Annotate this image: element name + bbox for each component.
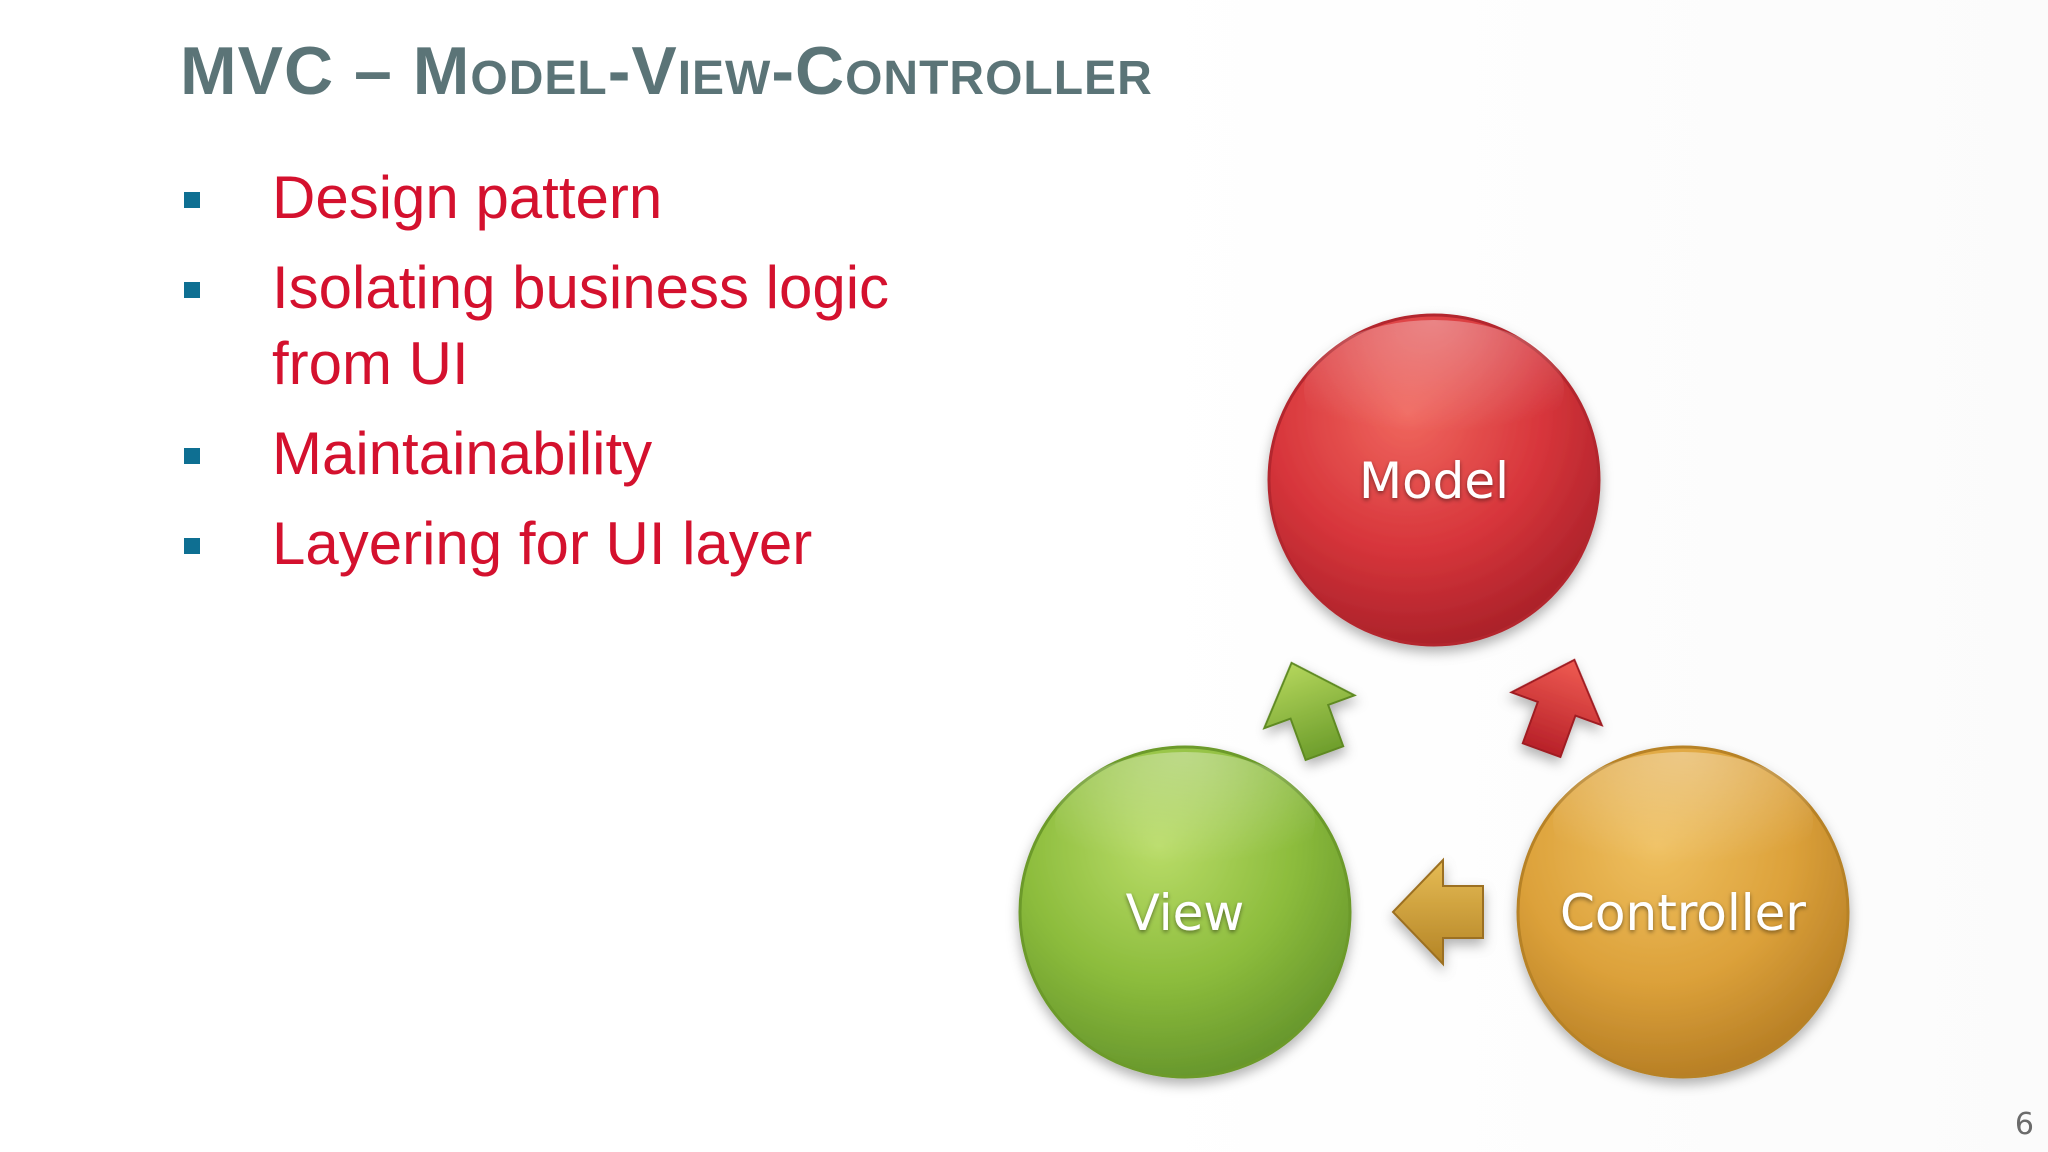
page-number: 6 [2014, 1107, 2034, 1142]
arrow-up-left-icon [1509, 658, 1604, 759]
bullet-list: Design pattern Isolating business logic … [180, 160, 1000, 596]
bullet-item: Isolating business logic from UI [180, 250, 1000, 402]
arrow-controller-to-view [1391, 857, 1484, 967]
bullet-text: Layering for UI layer [272, 510, 813, 577]
bullet-text: Maintainability [272, 420, 653, 487]
arrow-up-right-icon [1262, 661, 1357, 762]
bullet-item: Design pattern [180, 160, 1000, 236]
square-bullet-icon [184, 282, 200, 298]
bullet-item: Layering for UI layer [180, 506, 1000, 582]
bullet-text: Isolating business logic from UI [272, 254, 890, 397]
model-label: Model [1359, 452, 1509, 510]
view-label: View [1126, 884, 1245, 942]
square-bullet-icon [184, 192, 200, 208]
arrow-controller-to-model [1509, 658, 1604, 759]
arrow-left-icon [1391, 857, 1484, 967]
controller-node [1516, 745, 1850, 1079]
bullet-item: Maintainability [180, 416, 1000, 492]
arrow-view-to-model [1262, 661, 1357, 762]
slide-title: MVC – Model-View-Controller [180, 33, 1153, 109]
square-bullet-icon [184, 448, 200, 464]
view-node [1018, 745, 1352, 1079]
model-node [1267, 313, 1601, 647]
bullet-text: Design pattern [272, 164, 663, 231]
controller-label: Controller [1560, 884, 1806, 942]
square-bullet-icon [184, 538, 200, 554]
